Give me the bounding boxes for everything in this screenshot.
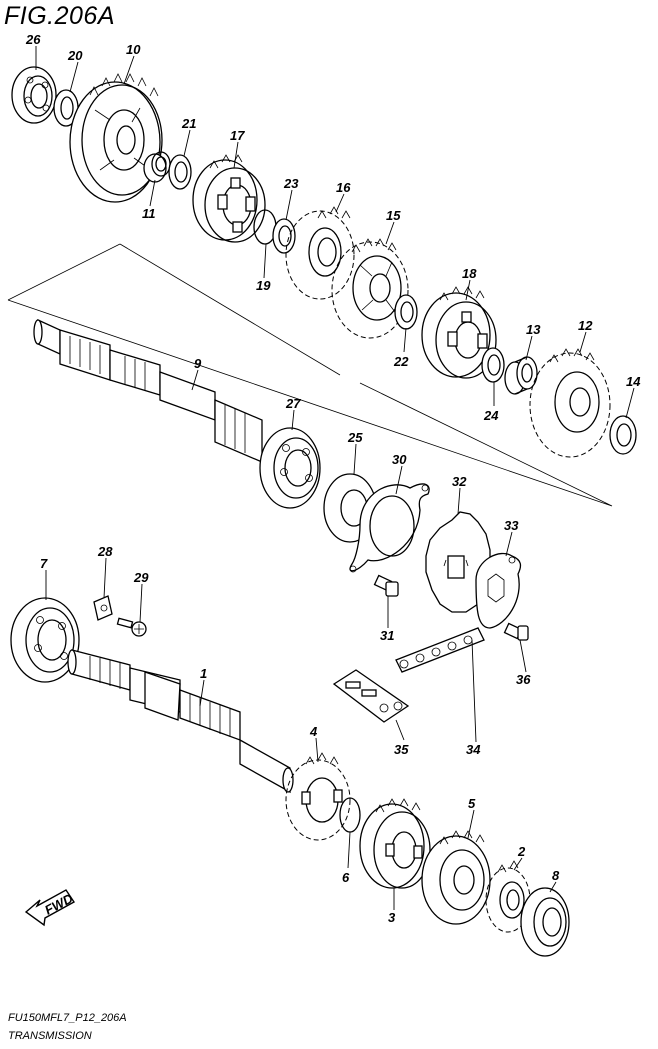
callout-27: 27 — [285, 396, 301, 411]
part-29-screw[interactable] — [116, 617, 147, 637]
leader-lines — [35, 46, 635, 910]
part-9-countershaft[interactable] — [33, 318, 263, 463]
part-18-gear[interactable] — [421, 286, 497, 379]
part-8-bearing[interactable] — [520, 887, 570, 957]
callout-24: 24 — [483, 408, 499, 423]
callout-20: 20 — [67, 48, 83, 63]
figure-title: FIG.206A — [4, 2, 115, 30]
callout-5: 5 — [468, 796, 476, 811]
callout-35: 35 — [394, 742, 409, 757]
part-15-gear[interactable] — [331, 238, 409, 339]
part-4-gear[interactable] — [285, 752, 351, 841]
fwd-arrow-icon: FWD — [24, 889, 76, 927]
fwd-label: FWD — [42, 890, 76, 917]
part-21-washer[interactable] — [168, 154, 192, 190]
part-24-washer[interactable] — [481, 347, 505, 383]
part-10-gear[interactable] — [69, 73, 163, 203]
section-name: TRANSMISSION — [8, 1030, 92, 1042]
callout-labels: 26 20 10 21 17 11 23 16 19 15 18 22 13 1… — [25, 32, 641, 925]
part-22-washer[interactable] — [394, 294, 418, 330]
callout-33: 33 — [504, 518, 519, 533]
part-26-bearing[interactable] — [11, 66, 57, 124]
callout-18: 18 — [462, 266, 477, 281]
callout-25: 25 — [347, 430, 363, 445]
callout-32: 32 — [452, 474, 467, 489]
callout-26: 26 — [25, 32, 41, 47]
part-13-bushing[interactable] — [504, 356, 538, 395]
callout-8: 8 — [552, 868, 560, 883]
part-34-drive-chain[interactable] — [395, 627, 485, 673]
part-5-gear[interactable] — [421, 830, 491, 925]
assembly-boundary-line — [7, 243, 613, 507]
callout-10: 10 — [126, 42, 141, 57]
callout-19: 19 — [256, 278, 271, 293]
part-30-plate[interactable] — [349, 483, 430, 573]
callout-4: 4 — [309, 724, 318, 739]
part-1-mainshaft[interactable] — [67, 649, 294, 794]
callout-3: 3 — [388, 910, 396, 925]
callout-11: 11 — [142, 206, 156, 221]
part-7-bearing[interactable] — [10, 597, 80, 683]
part-14-washer[interactable] — [609, 415, 637, 455]
callout-16: 16 — [336, 180, 351, 195]
part-16-gear[interactable] — [285, 206, 355, 300]
callout-14: 14 — [626, 374, 641, 389]
part-17-gear[interactable] — [192, 154, 266, 243]
part-36-bolt[interactable] — [503, 622, 529, 641]
part-35-chain-joint[interactable] — [332, 669, 410, 723]
callout-1: 1 — [200, 666, 207, 681]
callout-31: 31 — [380, 628, 394, 643]
part-11-bushing[interactable] — [143, 151, 171, 183]
part-32-sprocket[interactable] — [425, 511, 491, 613]
callout-21: 21 — [181, 116, 196, 131]
part-12-gear[interactable] — [529, 348, 611, 458]
callout-2: 2 — [517, 844, 526, 859]
callout-30: 30 — [392, 452, 407, 467]
callout-29: 29 — [133, 570, 149, 585]
callout-6: 6 — [342, 870, 350, 885]
model-code: FU150MFL7_P12_206A — [8, 1012, 127, 1024]
callout-12: 12 — [578, 318, 593, 333]
callout-9: 9 — [194, 356, 202, 371]
part-23-washer[interactable] — [272, 218, 296, 254]
callout-28: 28 — [97, 544, 113, 559]
callout-34: 34 — [466, 742, 481, 757]
part-31-bolt[interactable] — [373, 574, 399, 597]
part-33-lock-plate[interactable] — [475, 552, 522, 629]
callout-36: 36 — [516, 672, 531, 687]
callout-7: 7 — [40, 556, 48, 571]
part-28-bearing-retainer[interactable] — [93, 595, 113, 621]
callout-15: 15 — [386, 208, 401, 223]
callout-13: 13 — [526, 322, 541, 337]
part-3-gear[interactable] — [359, 798, 431, 889]
callout-23: 23 — [283, 176, 299, 191]
part-27-bearing[interactable] — [259, 427, 321, 509]
callout-17: 17 — [230, 128, 245, 143]
callout-22: 22 — [393, 354, 409, 369]
